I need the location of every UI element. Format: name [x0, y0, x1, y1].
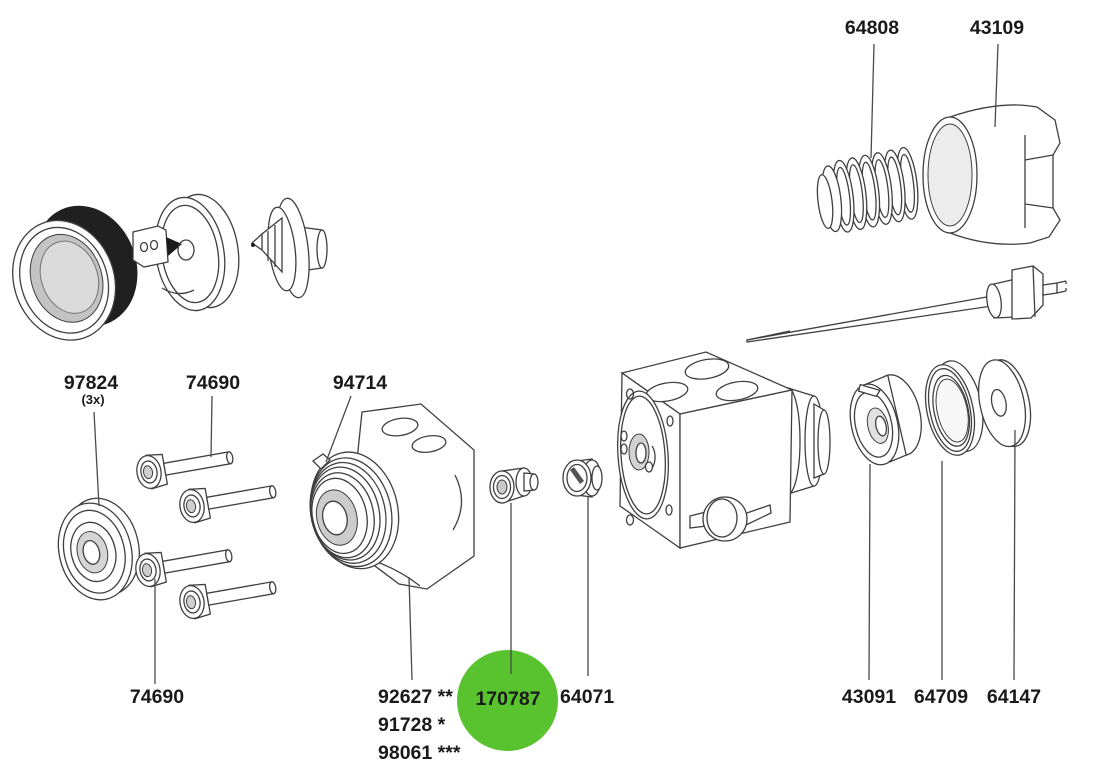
leader-43091 [868, 463, 871, 681]
needle-spring-illustration [816, 146, 919, 233]
part-label-64808: 64808 [844, 17, 900, 39]
part-label-74690-bottom: 74690 [129, 686, 185, 708]
leader-97824 [93, 411, 100, 507]
leader-lines [93, 43, 1016, 684]
part-label-64709: 64709 [913, 686, 969, 708]
leader-94714 [325, 395, 352, 463]
cap-screw-1 [136, 451, 234, 490]
fluid-needle-illustration [746, 265, 1067, 343]
air-cap-illustration [132, 193, 240, 312]
part-label-92627: 92627 ** [378, 686, 453, 708]
leader-74690-top [210, 395, 213, 458]
nozzle-body-illustration [309, 403, 475, 590]
part-label-98061: 98061 *** [378, 742, 461, 764]
packing-bushing-illustration [489, 467, 539, 504]
part-label-170787: 170787 [475, 688, 541, 710]
fluid-nozzle-illustration [250, 197, 328, 299]
leader-64808 [870, 43, 875, 159]
part-label-64071: 64071 [560, 686, 615, 708]
part-label-43109: 43109 [969, 17, 1025, 39]
air-cap-retaining-ring-illustration [12, 205, 138, 341]
click-target-highlight[interactable] [457, 650, 558, 751]
part-label-91728: 91728 * [378, 714, 446, 736]
leader-64147 [1013, 429, 1016, 681]
packing-nut-illustration [562, 458, 603, 498]
leader-43109 [994, 43, 999, 128]
part-label-97824: 97824 [63, 372, 119, 394]
part-label-97824-qty: (3x) [81, 392, 105, 407]
washer-illustration [977, 359, 1032, 448]
part-label-94714: 94714 [332, 372, 388, 394]
spring-cap-nut-illustration [922, 104, 1061, 245]
seal-retainer-illustration [849, 374, 922, 466]
gun-body-illustration [617, 351, 831, 550]
cap-screw-4 [179, 581, 277, 620]
part-label-43091: 43091 [841, 686, 897, 708]
packing-flange-illustration [57, 497, 140, 601]
packing-ring-illustration [924, 360, 984, 456]
cap-screw-3 [135, 549, 233, 588]
cap-screw-2 [179, 485, 277, 524]
part-label-74690-top: 74690 [185, 372, 241, 394]
part-label-64147: 64147 [986, 686, 1042, 708]
leader-92627-group [408, 576, 413, 681]
